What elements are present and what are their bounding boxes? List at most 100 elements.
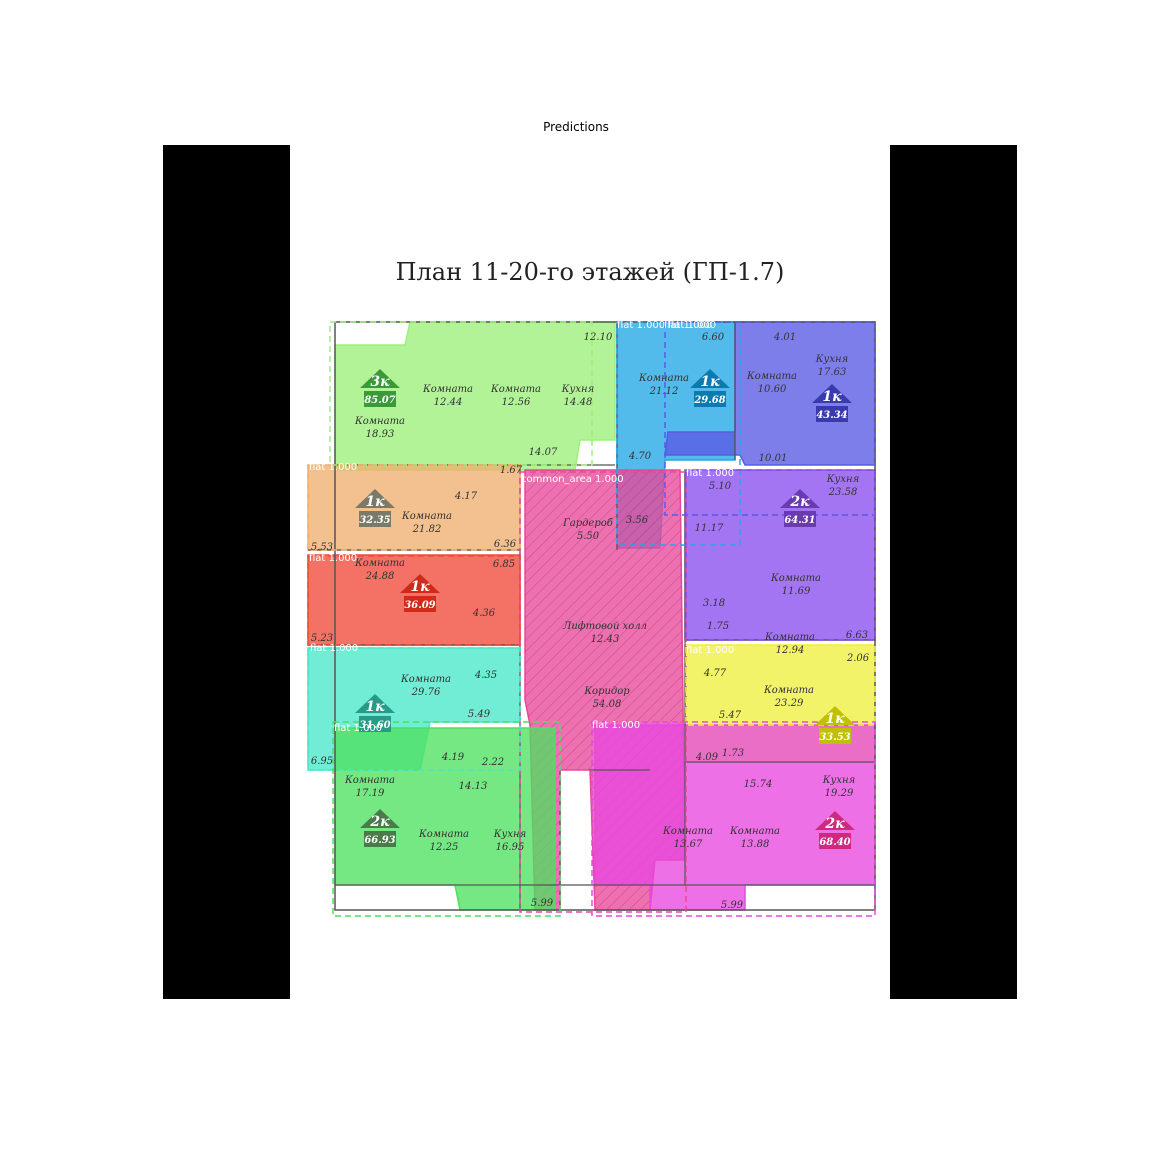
- room-area: 1.75: [707, 621, 729, 632]
- room-label: 5.49: [468, 709, 491, 720]
- room-label: 5.47: [719, 710, 742, 721]
- room-area: 4.35: [474, 670, 497, 681]
- room-area: 6.85: [493, 559, 515, 570]
- badge-rooms: 1к: [365, 699, 385, 715]
- badge-area: 43.34: [816, 410, 847, 421]
- detection-box: [664, 321, 876, 516]
- room-area: 5.10: [709, 481, 732, 492]
- room-area: 3.18: [703, 598, 725, 609]
- room-name: Комната: [638, 373, 689, 384]
- room-area: 5.49: [468, 709, 491, 720]
- room-area: 6.60: [702, 332, 725, 343]
- room-label: Комната 24.88: [354, 558, 405, 582]
- room-area: 4.01: [773, 332, 796, 343]
- room-label: 2.06: [846, 653, 870, 664]
- room-label: 4.01: [773, 332, 796, 343]
- room-area: 13.88: [741, 839, 770, 850]
- room-area: 11.17: [695, 523, 724, 534]
- house-icon: [360, 369, 400, 388]
- house-icon: [690, 369, 730, 388]
- room-label: 6.63: [846, 630, 868, 641]
- badge-rooms: 2к: [824, 816, 845, 832]
- badge-box: [694, 391, 726, 407]
- room-label: 12.10: [584, 332, 613, 343]
- detection-label: flat 1.000: [310, 643, 358, 654]
- room-label: Комната 21.12: [638, 373, 689, 397]
- room-label: 4.77: [703, 668, 727, 679]
- room-label: 4.17: [454, 491, 478, 502]
- room-name: Комната: [729, 826, 780, 837]
- room-area: 1.73: [722, 748, 744, 759]
- room-area: 2.22: [481, 757, 504, 768]
- detection-box: [307, 464, 521, 551]
- badge-rooms: 1к: [825, 711, 845, 727]
- room-area: 6.63: [846, 630, 868, 641]
- room-area: 21.82: [412, 524, 442, 535]
- room-area: 10.01: [759, 453, 788, 464]
- room-name: Кухня: [815, 354, 848, 365]
- room-label: 10.01: [759, 453, 788, 464]
- room-area: 4.17: [454, 491, 478, 502]
- room-area: 23.58: [828, 487, 858, 498]
- room-area: 21.12: [649, 386, 679, 397]
- room-name: Комната: [764, 632, 815, 643]
- house-icon: [815, 811, 855, 830]
- house-icon: [400, 574, 440, 593]
- detection-box: [591, 721, 876, 917]
- room-name: Комната: [746, 371, 797, 382]
- room-name: Комната: [422, 384, 473, 395]
- house-icon: [780, 489, 820, 508]
- room-label: 6.95: [311, 756, 333, 767]
- house-icon: [355, 489, 395, 508]
- room-name: Комната: [344, 775, 395, 786]
- badge-box: [404, 596, 436, 612]
- badge-box: [819, 728, 851, 744]
- badge-area: 31.60: [359, 720, 390, 731]
- room-area: 6.36: [494, 539, 517, 550]
- room-area: 17.63: [818, 367, 847, 378]
- detection-label: common_area 1.000: [521, 474, 624, 485]
- house-icon: [360, 809, 400, 828]
- detection-label: flat 1.000: [686, 468, 734, 479]
- house-icon: [812, 384, 852, 403]
- plan-title: План 11-20-го этажей (ГП-1.7): [395, 258, 785, 286]
- badge-box: [784, 511, 816, 527]
- detection-boxes: [307, 321, 876, 917]
- room-area: 12.94: [776, 645, 805, 656]
- room-label: Комната 12.94: [764, 632, 815, 656]
- room-name: Комната: [401, 511, 452, 522]
- room-name: Кухня: [822, 775, 855, 786]
- room-area: 14.13: [459, 781, 488, 792]
- room-name: Комната: [662, 826, 713, 837]
- room-area: 24.88: [365, 571, 395, 582]
- badge-rooms: 2к: [369, 814, 390, 830]
- room-label: 3.18: [703, 598, 725, 609]
- room-area: 29.76: [411, 687, 441, 698]
- room-name: Комната: [418, 829, 469, 840]
- badge-box: [359, 716, 391, 732]
- detection-box: [685, 644, 876, 726]
- badge-rooms: 1к: [700, 374, 720, 390]
- detection-label: flat 1.000: [309, 553, 357, 564]
- detection-label: flat 1.000: [592, 720, 640, 731]
- apartment-badge: 1к 31.60: [355, 694, 395, 732]
- room-area: 4.77: [703, 668, 727, 679]
- room-area: 4.19: [441, 752, 465, 763]
- room-name: Комната: [354, 558, 405, 569]
- room-name: Лифтовой холл: [562, 621, 647, 632]
- badge-box: [816, 406, 848, 422]
- badge-rooms: 3к: [370, 374, 390, 390]
- right-padding-bar: [890, 145, 1017, 999]
